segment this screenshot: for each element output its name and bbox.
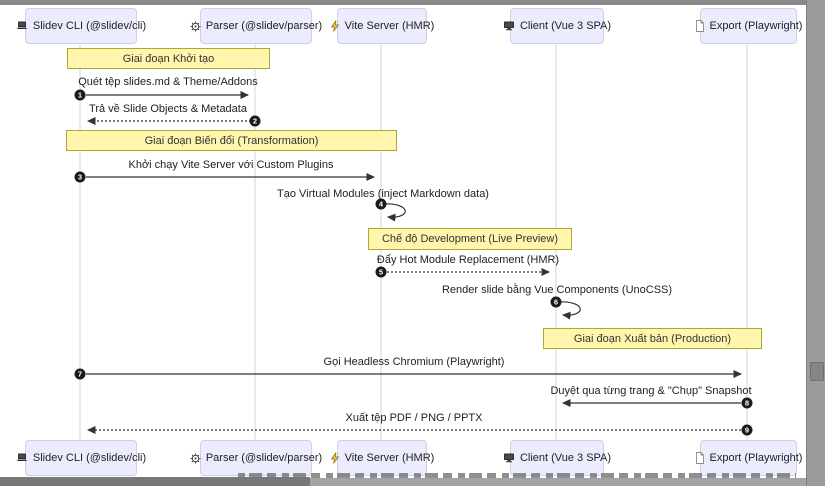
seq-badge-4: 4 [375,198,387,210]
vertical-scrollbar[interactable] [806,0,825,486]
lightning-icon [330,452,340,464]
diagram-layer: Slidev CLI (@slidev/cli) Parser (@slidev… [16,8,802,476]
message-label-6: Render slide bằng Vue Components (UnoCSS… [441,284,673,296]
message-label-2: Trả về Slide Objects & Metadata [89,103,247,115]
document-icon [695,452,705,464]
arrow-msg-4-selfloop [380,203,406,222]
monitor-icon [503,453,515,463]
note-development-mode: Chế độ Development (Live Preview) [368,228,572,250]
message-label-3: Khởi chạy Vite Server với Custom Plugins [128,159,334,171]
participant-label: Client (Vue 3 SPA) [519,452,612,464]
message-label-4: Tạo Virtual Modules (inject Markdown dat… [277,188,489,200]
participant-label: Client (Vue 3 SPA) [519,20,612,32]
seq-badge-6: 6 [550,296,562,308]
window-top-edge [0,0,825,5]
diagram-wires [79,42,748,440]
note-label: Giai đoạn Xuất bản (Production) [573,332,732,345]
seq-badge-8: 8 [741,397,753,409]
seq-badge-3: 3 [74,171,86,183]
participant-label: Parser (@slidev/parser) [205,452,323,464]
message-label-9: Xuất tệp PDF / PNG / PPTX [345,412,483,424]
horizontal-scrollbar[interactable] [0,478,825,486]
laptop-icon [16,453,28,463]
participant-label: Slidev CLI (@slidev/cli) [32,452,147,464]
participant-bottom-parser: Parser (@slidev/parser) [190,440,322,476]
participant-label: Vite Server (HMR) [344,452,435,464]
participant-top-vite-server: Vite Server (HMR) [330,8,434,44]
note-label: Giai đoạn Biến đổi (Transformation) [144,134,319,147]
gear-icon [190,453,201,464]
note-transformation-phase: Giai đoạn Biến đổi (Transformation) [66,130,397,151]
participant-top-export: Export (Playwright) [695,8,802,44]
participant-label: Parser (@slidev/parser) [205,20,323,32]
gear-icon [190,21,201,32]
document-icon [695,20,705,32]
participant-bottom-client: Client (Vue 3 SPA) [503,440,611,476]
participant-top-slidev-cli: Slidev CLI (@slidev/cli) [16,8,146,44]
seq-badge-1: 1 [74,89,86,101]
message-label-8: Duyệt qua từng trang & "Chụp" Snapshot [550,385,752,397]
monitor-icon [503,21,515,31]
seq-badge-7: 7 [74,368,86,380]
participant-bottom-vite-server: Vite Server (HMR) [330,440,434,476]
seq-badge-9: 9 [741,424,753,436]
participant-label: Export (Playwright) [709,452,803,464]
vertical-scrollbar-thumb[interactable] [810,362,824,381]
arrow-msg-6-selfloop [555,301,581,320]
participant-label: Slidev CLI (@slidev/cli) [32,20,147,32]
clipped-caption-text [238,473,796,478]
participant-label: Export (Playwright) [709,20,803,32]
participant-top-parser: Parser (@slidev/parser) [190,8,322,44]
lightning-icon [330,20,340,32]
seq-badge-5: 5 [375,266,387,278]
note-init-phase: Giai đoạn Khởi tạo [67,48,270,69]
message-label-7: Gọi Headless Chromium (Playwright) [323,356,505,368]
participant-label: Vite Server (HMR) [344,20,435,32]
seq-badge-2: 2 [249,115,261,127]
participant-bottom-slidev-cli: Slidev CLI (@slidev/cli) [16,440,146,476]
note-label: Chế độ Development (Live Preview) [381,233,559,245]
note-label: Giai đoạn Khởi tạo [122,52,215,65]
laptop-icon [16,21,28,31]
horizontal-scrollbar-thumb[interactable] [0,477,310,486]
message-label-5: Đẩy Hot Module Replacement (HMR) [376,254,560,266]
participant-bottom-export: Export (Playwright) [695,440,802,476]
message-label-1: Quét tệp slides.md & Theme/Addons [78,76,258,88]
note-production-phase: Giai đoạn Xuất bản (Production) [543,328,762,349]
participant-top-client: Client (Vue 3 SPA) [503,8,611,44]
